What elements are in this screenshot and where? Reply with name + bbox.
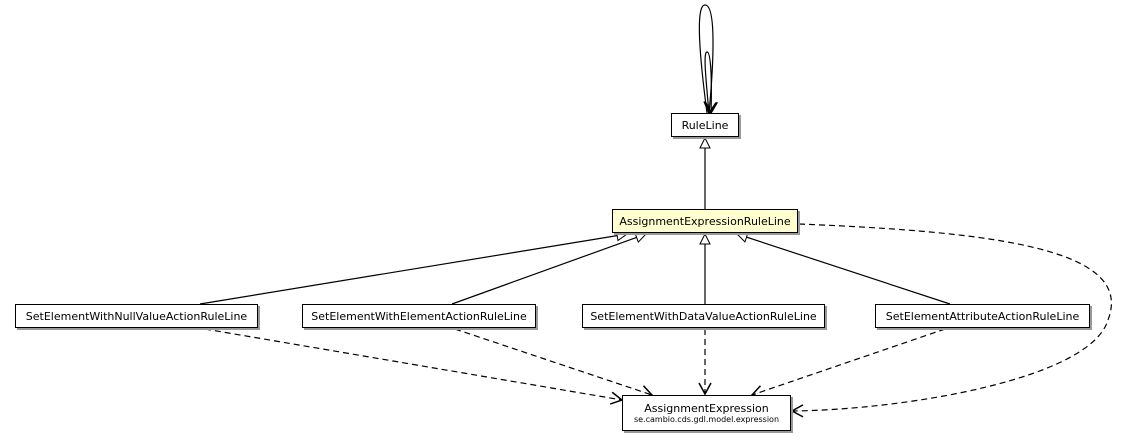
class-label: SetElementWithDataValueActionRuleLine: [590, 309, 817, 323]
class-label: SetElementWithElementActionRuleLine: [311, 309, 527, 323]
class-attribute[interactable]: SetElementAttributeActionRuleLine: [875, 304, 1090, 328]
class-data-value[interactable]: SetElementWithDataValueActionRuleLine: [582, 304, 825, 328]
package-label: se.cambio.cds.gdl.model.expression: [633, 415, 780, 424]
class-label: SetElementAttributeActionRuleLine: [885, 309, 1080, 323]
self-loop-inner: [704, 51, 718, 115]
class-label: AssignmentExpression: [644, 402, 769, 415]
generalization-null: [199, 234, 627, 305]
class-assignment-expression[interactable]: AssignmentExpression se.cambio.cds.gdl.m…: [622, 395, 791, 431]
class-assignment-expression-rule-line[interactable]: AssignmentExpressionRuleLine: [612, 209, 798, 233]
class-label: AssignmentExpressionRuleLine: [619, 214, 791, 228]
generalization-attribute: [737, 234, 951, 305]
dependency-element: [454, 328, 654, 398]
dependency-are: [790, 223, 1112, 418]
class-label: RuleLine: [681, 118, 729, 132]
dependency-null: [204, 328, 624, 405]
class-label: SetElementWithNullValueActionRuleLine: [25, 309, 248, 323]
generalization-element: [451, 234, 646, 305]
class-null-value[interactable]: SetElementWithNullValueActionRuleLine: [15, 304, 258, 328]
dependency-attribute: [750, 328, 946, 398]
class-element[interactable]: SetElementWithElementActionRuleLine: [302, 304, 536, 328]
class-ruleline[interactable]: RuleLine: [671, 113, 739, 137]
self-loop-outer: [698, 4, 717, 115]
